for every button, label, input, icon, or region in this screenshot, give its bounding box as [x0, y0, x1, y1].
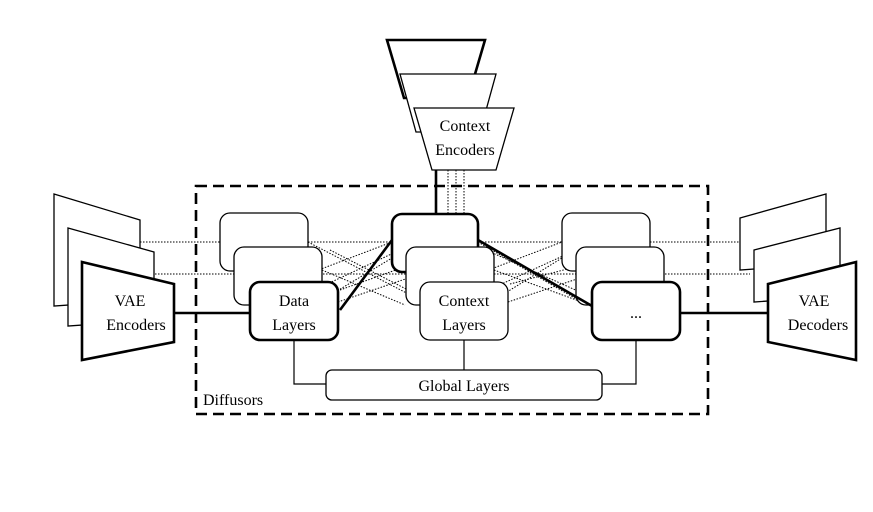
solid-connections: [174, 238, 768, 385]
context-encoders-stack: Context Encoders: [385, 38, 515, 171]
ellipsis-layers-stack: ...: [561, 212, 682, 342]
context-layers-stack: Context Layers: [390, 212, 509, 341]
vae-decoders-stack: VAE Decoders: [739, 193, 858, 362]
data-layers-label-line2: Layers: [272, 317, 316, 334]
global-layers-box: [325, 369, 603, 401]
diffusors-boundary: [194, 184, 710, 416]
vae-encoders-label-line2: Encoders: [106, 317, 166, 334]
vae-decoders-label-line2: Decoders: [788, 317, 848, 334]
context-layers-label-line2: Layers: [442, 317, 486, 334]
diffusors-label: Diffusors: [203, 392, 263, 409]
data-layers-stack: Data Layers: [219, 212, 340, 342]
context-layers-label-line1: Context: [439, 293, 490, 310]
data-layers-label-line1: Data: [279, 293, 309, 310]
vae-encoders-label-line1: VAE: [115, 293, 146, 310]
ellipsis-layers-label: ...: [630, 305, 642, 322]
vae-encoders-stack: VAE Encoders: [53, 193, 176, 362]
vae-decoders-label-line1: VAE: [799, 293, 830, 310]
global-layers-label: Global Layers: [418, 378, 509, 395]
context-encoders-label-line1: Context: [440, 118, 491, 135]
context-encoders-label-line2: Encoders: [435, 142, 495, 159]
